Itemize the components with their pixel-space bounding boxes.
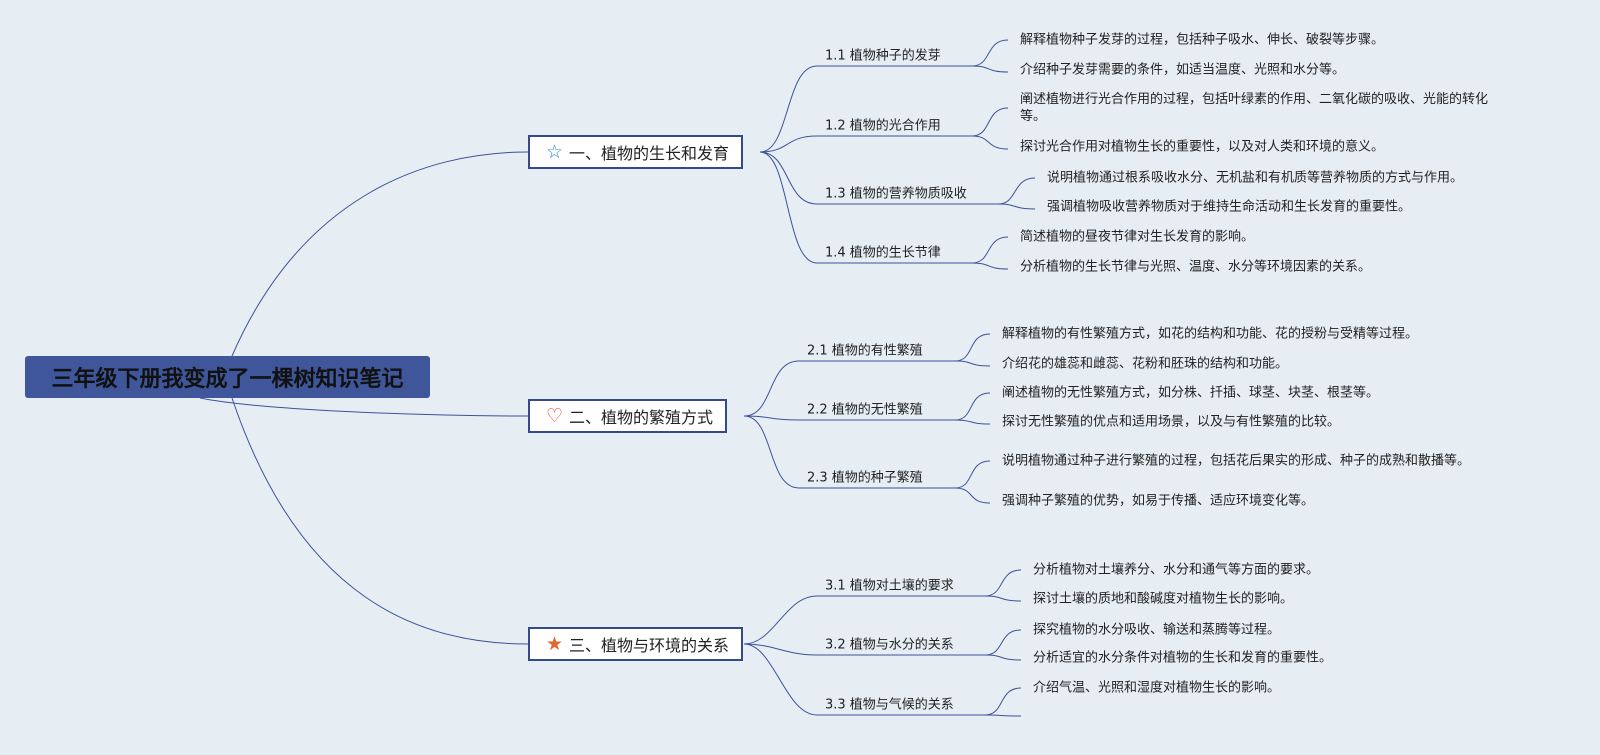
connector-3-1 [743, 595, 985, 645]
leaf-note[interactable]: 阐述植物进行光合作用的过程，包括叶绿素的作用、二氧化碳的吸收、光能的转化等。 [1020, 92, 1489, 124]
leaf-connector-3-2-1 [984, 629, 1022, 656]
leaf-note[interactable]: 分析适宜的水分条件对植物的生长和发育的重要性。 [1033, 650, 1333, 666]
connector-root-3 [231, 397, 529, 645]
leaf-connector-1-4-2 [971, 262, 1009, 270]
leaf-note[interactable]: 探讨光合作用对植物生长的重要性，以及对人类和环境的意义。 [1020, 139, 1385, 155]
leaf-note[interactable]: 解释植物种子发芽的过程，包括种子吸水、伸长、破裂等步骤。 [1020, 32, 1385, 48]
connector-root-2 [199, 397, 529, 417]
connector-1-3 [759, 151, 998, 205]
branch-topic-1[interactable]: ☆ 一、植物的生长和发育 [528, 135, 744, 169]
leaf-connector-1-3-2 [997, 203, 1036, 210]
leaf-note[interactable]: 说明植物通过种子进行繁殖的过程，包括花后果实的形成、种子的成熟和散播等。 [1002, 453, 1471, 469]
leaf-note[interactable]: 探讨土壤的质地和酸碱度对植物生长的影响。 [1033, 591, 1294, 607]
root-topic[interactable]: 三年级下册我变成了一棵树知识笔记 [25, 356, 430, 398]
root-title: 三年级下册我变成了一棵树知识笔记 [51, 367, 404, 392]
leaf-connector-2-2-2 [954, 419, 991, 425]
leaf-note[interactable]: 说明植物通过根系吸收水分、无机盐和有机质等营养物质的方式与作用。 [1047, 170, 1464, 186]
leaf-note[interactable]: 介绍花的雄蕊和雌蕊、花粉和胚珠的结构和功能。 [1002, 356, 1289, 372]
connector-1-1 [759, 65, 972, 153]
leaf-connector-2-3-1 [954, 460, 991, 489]
connector-root-1 [231, 151, 529, 357]
leaf-note[interactable]: 探究植物的水分吸收、输送和蒸腾等过程。 [1033, 622, 1281, 638]
subtopic-3-3[interactable]: 3.3 植物与气候的关系 [825, 697, 954, 713]
leaf-connector-1-1-1 [971, 39, 1009, 67]
connector-1-2 [759, 135, 972, 153]
leaf-connector-3-2-2 [984, 654, 1022, 661]
leaf-note[interactable]: 分析植物对土壤养分、水分和通气等方面的要求。 [1033, 562, 1320, 578]
leaf-connector-1-2-1 [971, 107, 1009, 137]
leaf-connector-2-3-2 [954, 487, 991, 504]
connector-2-1 [743, 360, 955, 417]
leaf-connector-1-4-1 [971, 236, 1009, 264]
leaf-note[interactable]: 分析植物的生长节律与光照、温度、水分等环境因素的关系。 [1020, 259, 1372, 275]
leaf-note[interactable]: 阐述植物的无性繁殖方式，如分株、扦插、球茎、块茎、根茎等。 [1002, 385, 1380, 401]
branch-title: 二、植物的繁殖方式 [569, 408, 714, 427]
leaf-connector-3-3-1 [984, 687, 1022, 716]
connector-3-3 [743, 643, 985, 716]
leaf-note[interactable]: 探讨无性繁殖的优点和适用场景，以及与有性繁殖的比较。 [1002, 414, 1341, 430]
branch-title: 一、植物的生长和发育 [569, 144, 730, 163]
subtopic-2-3[interactable]: 2.3 植物的种子繁殖 [807, 470, 923, 486]
subtopic-1-1[interactable]: 1.1 植物种子的发芽 [825, 48, 941, 64]
subtopic-2-2[interactable]: 2.2 植物的无性繁殖 [807, 402, 923, 418]
leaf-connector-2-2-1 [954, 392, 991, 421]
leaf-connector-1-1-2 [971, 65, 1009, 73]
leaf-connector-3-1-2 [984, 595, 1022, 602]
subtopic-1-4[interactable]: 1.4 植物的生长节律 [825, 245, 941, 261]
subtopic-3-1[interactable]: 3.1 植物对土壤的要求 [825, 578, 954, 594]
connector-3-2 [743, 643, 985, 656]
subtopic-3-2[interactable]: 3.2 植物与水分的关系 [825, 637, 954, 653]
leaf-connector-1-2-2 [971, 135, 1009, 150]
star-filled-icon: ★ [546, 632, 564, 655]
connector-1-4 [759, 151, 972, 264]
leaf-note[interactable]: 强调植物吸收营养物质对于维持生命活动和生长发育的重要性。 [1047, 199, 1412, 215]
leaf-connector-3-1-1 [984, 569, 1022, 597]
subtopic-1-2[interactable]: 1.2 植物的光合作用 [825, 118, 941, 134]
leaf-connector-2-1-2 [954, 360, 991, 367]
connector-2-3 [743, 415, 955, 489]
heart-icon: ♡ [546, 404, 564, 427]
subtopic-1-3[interactable]: 1.3 植物的营养物质吸收 [825, 186, 967, 202]
leaf-connector-1-3-1 [997, 177, 1036, 205]
subtopic-2-1[interactable]: 2.1 植物的有性繁殖 [807, 343, 923, 359]
branch-topic-2[interactable]: ♡ 二、植物的繁殖方式 [528, 399, 728, 433]
leaf-note[interactable]: 介绍气温、光照和湿度对植物生长的影响。 [1033, 680, 1281, 696]
leaf-note[interactable]: 强调种子繁殖的优势，如易于传播、适应环境变化等。 [1002, 493, 1315, 509]
leaf-note[interactable]: 介绍种子发芽需要的条件，如适当温度、光照和水分等。 [1020, 62, 1346, 78]
branch-topic-3[interactable]: ★ 三、植物与环境的关系 [528, 627, 744, 661]
leaf-connector-2-1-1 [954, 333, 991, 362]
leaf-note[interactable]: 简述植物的昼夜节律对生长发育的影响。 [1020, 229, 1255, 245]
branch-title: 三、植物与环境的关系 [569, 636, 730, 655]
star-outline-icon: ☆ [546, 140, 564, 163]
leaf-note[interactable]: 解释植物的有性繁殖方式，如花的结构和功能、花的授粉与受精等过程。 [1002, 326, 1419, 342]
leaf-connector-3-3-2 [984, 714, 1022, 717]
connector-2-2 [743, 415, 955, 421]
